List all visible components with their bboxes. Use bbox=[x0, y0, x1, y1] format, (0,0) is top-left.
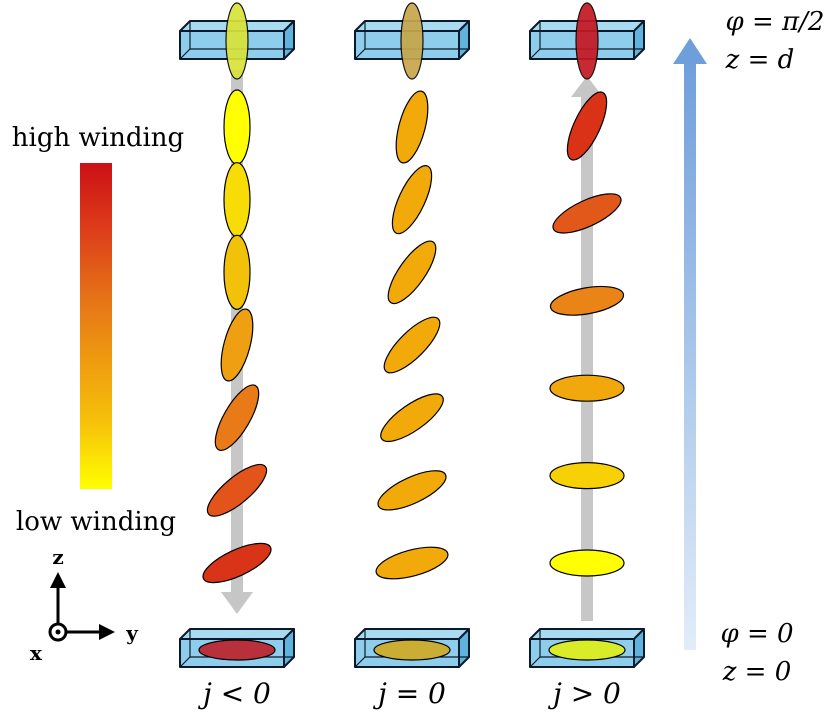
z-axis-arrowhead bbox=[50, 572, 66, 588]
bottom-phase-label: φ = 0 bbox=[720, 619, 793, 649]
bottom-glass-plate-back-edge-diagonal bbox=[529, 656, 541, 668]
lc-molecule bbox=[223, 89, 251, 165]
top-glass-plate-back-edge-diagonal bbox=[529, 48, 541, 60]
bottom-depth-label: z = 0 bbox=[722, 657, 792, 687]
lc-molecule bbox=[549, 285, 625, 316]
top-depth-label: z = d bbox=[725, 45, 795, 75]
bottom-glass-plate-back-edge-diagonal bbox=[354, 656, 366, 668]
column-2: j = 0 bbox=[354, 2, 470, 710]
y-axis-arrowhead bbox=[99, 624, 115, 640]
bottom-glass-plate-top-face bbox=[529, 628, 645, 640]
lc-molecule bbox=[566, 91, 608, 161]
z-axis-label: z bbox=[52, 545, 63, 569]
top-glass-plate-back-edge-diagonal bbox=[179, 48, 191, 60]
lc-molecule bbox=[552, 193, 622, 234]
current-arrow-shaft bbox=[581, 96, 593, 621]
top-phase-label: φ = π/2 bbox=[726, 7, 825, 37]
column-1: j < 0 bbox=[179, 2, 295, 710]
lc-molecule bbox=[206, 463, 268, 517]
x-axis-label: x bbox=[30, 641, 43, 665]
columns: j < 0 j = 0 j > 0 bbox=[179, 2, 645, 710]
top-glass-plate-back-edge-diagonal bbox=[354, 48, 366, 60]
lc-molecule bbox=[387, 240, 437, 305]
lc-molecule bbox=[223, 234, 251, 310]
x-axis-dot bbox=[55, 629, 61, 635]
column-label: j = 0 bbox=[372, 677, 446, 710]
coordinate-axes: z y x bbox=[30, 545, 139, 665]
bottom-glass-plate-top-face bbox=[179, 628, 295, 640]
lc-molecule bbox=[220, 308, 254, 382]
bottom-anchored-molecule bbox=[548, 639, 626, 661]
phase-arrow-shaft bbox=[684, 60, 696, 650]
top-anchored-molecule bbox=[225, 2, 249, 80]
bottom-glass-plate-back-edge-diagonal bbox=[179, 656, 191, 668]
phase-arrow-head bbox=[673, 38, 707, 64]
bottom-anchored-molecule bbox=[373, 639, 451, 661]
column-label: j < 0 bbox=[197, 677, 271, 710]
lc-molecule bbox=[377, 470, 447, 511]
colorbar-gradient bbox=[80, 163, 112, 489]
top-anchored-molecule bbox=[400, 2, 424, 80]
lc-molecule bbox=[395, 90, 429, 164]
colorbar-low-label: low winding bbox=[16, 507, 176, 537]
column-3: j > 0 bbox=[529, 2, 645, 710]
lc-molecule bbox=[214, 384, 260, 451]
colorbar: high winding low winding bbox=[12, 123, 184, 537]
y-axis-label: y bbox=[125, 621, 139, 645]
top-anchored-molecule bbox=[575, 2, 599, 80]
lc-molecule bbox=[223, 162, 251, 238]
current-arrow-head bbox=[571, 76, 603, 97]
lc-molecule bbox=[549, 549, 625, 577]
current-arrow-head bbox=[221, 592, 253, 614]
lc-molecule bbox=[549, 462, 625, 490]
colorbar-high-label: high winding bbox=[12, 123, 184, 153]
lc-molecule bbox=[375, 546, 449, 580]
lc-molecule bbox=[202, 542, 272, 584]
phase-arrow: φ = π/2 z = d φ = 0 z = 0 bbox=[673, 7, 824, 687]
column-label: j > 0 bbox=[547, 677, 621, 710]
bottom-glass-plate-top-face bbox=[354, 628, 470, 640]
lc-molecule bbox=[549, 374, 625, 402]
lc-molecule bbox=[380, 393, 444, 443]
bottom-anchored-molecule bbox=[198, 639, 276, 661]
lc-molecule bbox=[391, 165, 433, 235]
lc-molecule bbox=[383, 316, 441, 374]
